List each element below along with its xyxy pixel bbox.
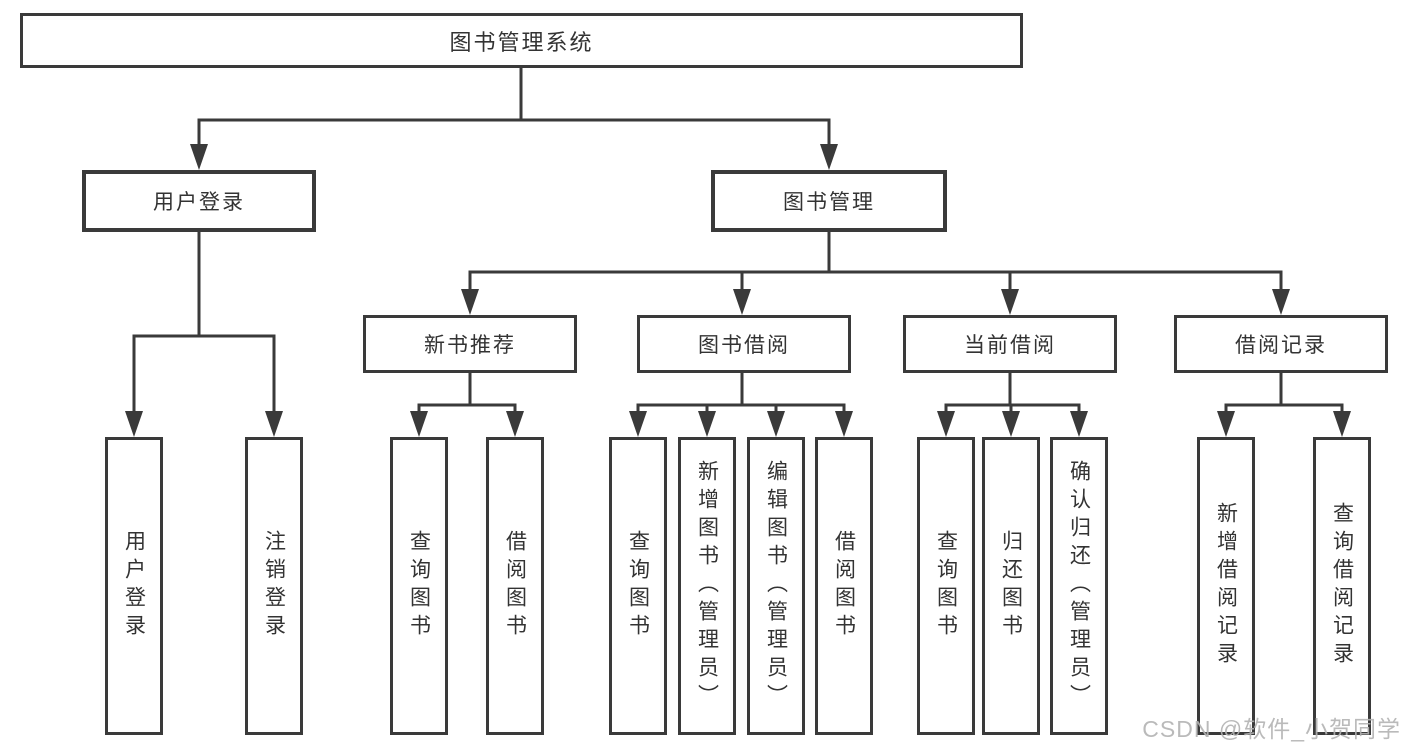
leaf-newbook-borrow-label: 借阅图书 bbox=[503, 530, 527, 642]
node-root: 图书管理系统 bbox=[20, 13, 1023, 68]
node-new-book-recommend: 新书推荐 bbox=[363, 315, 577, 373]
node-current-borrow-label: 当前借阅 bbox=[964, 334, 1056, 357]
leaf-current-query: 查询图书 bbox=[917, 437, 975, 735]
leaf-user-login: 用户登录 bbox=[105, 437, 163, 735]
leaf-newbook-query-label: 查询图书 bbox=[407, 530, 431, 642]
leaf-borrow-add-admin-label: 新增图书（管理员） bbox=[695, 460, 719, 712]
node-user-login-label: 用户登录 bbox=[153, 191, 245, 214]
leaf-borrow-query-label: 查询图书 bbox=[626, 530, 650, 642]
node-new-book-recommend-label: 新书推荐 bbox=[424, 334, 516, 357]
leaf-borrow-add-admin: 新增图书（管理员） bbox=[678, 437, 736, 735]
leaf-current-return: 归还图书 bbox=[982, 437, 1040, 735]
leaf-borrow-edit-admin: 编辑图书（管理员） bbox=[747, 437, 805, 735]
node-book-borrow-label: 图书借阅 bbox=[698, 334, 790, 357]
leaf-current-query-label: 查询图书 bbox=[934, 530, 958, 642]
watermark: CSDN @软件_小贺同学 bbox=[1142, 716, 1401, 742]
node-current-borrow: 当前借阅 bbox=[903, 315, 1117, 373]
leaf-borrow-borrow: 借阅图书 bbox=[815, 437, 873, 735]
node-borrow-records: 借阅记录 bbox=[1174, 315, 1388, 373]
node-root-label: 图书管理系统 bbox=[449, 29, 594, 55]
leaf-borrow-edit-admin-label: 编辑图书（管理员） bbox=[764, 460, 788, 712]
node-book-management-label: 图书管理 bbox=[783, 191, 875, 214]
leaf-current-confirm-admin: 确认归还（管理员） bbox=[1050, 437, 1108, 735]
leaf-records-add-label: 新增借阅记录 bbox=[1214, 502, 1238, 670]
leaf-borrow-borrow-label: 借阅图书 bbox=[832, 530, 856, 642]
leaf-current-return-label: 归还图书 bbox=[999, 530, 1023, 642]
leaf-user-login-label: 用户登录 bbox=[122, 530, 146, 642]
node-user-login: 用户登录 bbox=[82, 170, 316, 232]
node-book-borrow: 图书借阅 bbox=[637, 315, 851, 373]
node-borrow-records-label: 借阅记录 bbox=[1235, 334, 1327, 357]
leaf-records-query-label: 查询借阅记录 bbox=[1330, 502, 1354, 670]
leaf-newbook-borrow: 借阅图书 bbox=[486, 437, 544, 735]
node-book-management: 图书管理 bbox=[711, 170, 947, 232]
leaf-borrow-query: 查询图书 bbox=[609, 437, 667, 735]
leaf-records-add: 新增借阅记录 bbox=[1197, 437, 1255, 735]
leaf-current-confirm-admin-label: 确认归还（管理员） bbox=[1067, 460, 1091, 712]
leaf-records-query: 查询借阅记录 bbox=[1313, 437, 1371, 735]
leaf-logout: 注销登录 bbox=[245, 437, 303, 735]
leaf-newbook-query: 查询图书 bbox=[390, 437, 448, 735]
leaf-logout-label: 注销登录 bbox=[262, 530, 286, 642]
